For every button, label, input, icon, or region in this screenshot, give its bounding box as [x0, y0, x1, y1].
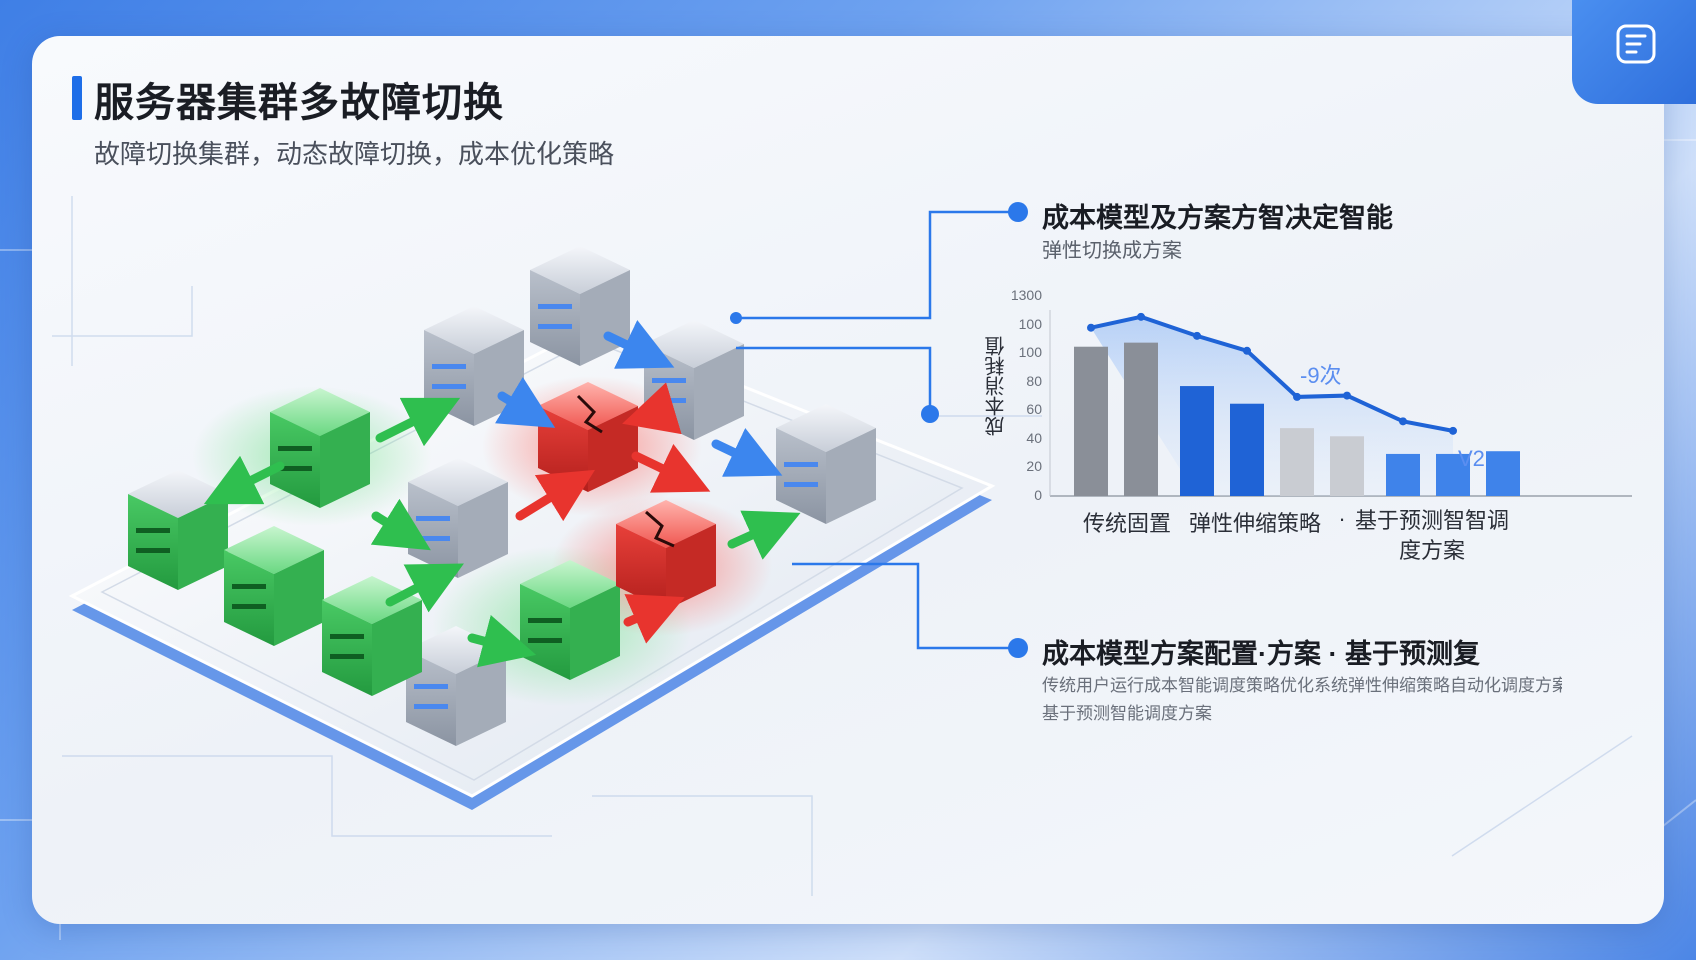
chart-annotation-1: -9次	[1300, 363, 1342, 388]
cost-chart	[1049, 310, 1632, 497]
callout-bottom-desc: 传统用户运行成本智能调度策略优化系统弹性伸缩策略自动化调度方案配置 基于预测智能…	[1042, 672, 1562, 728]
trend-line	[1090, 314, 1454, 433]
callout-dot	[921, 405, 939, 423]
tablet-doc-icon	[1616, 24, 1656, 64]
category-separator: ·	[1338, 506, 1346, 531]
server-node-grey	[530, 246, 630, 366]
callout-top-desc: 弹性切换成方案	[1042, 240, 1182, 262]
y-tick-label: 100	[1018, 344, 1042, 361]
callout-dot	[730, 312, 742, 324]
chart-bar	[1436, 453, 1470, 496]
chart-bar	[1180, 386, 1214, 496]
chart-annotation-2: V2	[1458, 446, 1485, 471]
chart-bar	[1330, 436, 1364, 496]
trend-point	[1243, 346, 1251, 355]
server-node-grey	[408, 458, 508, 578]
callout-top-title: 成本模型及方案方智决定智能	[1042, 203, 1393, 233]
failover-arrows	[203, 320, 801, 668]
server-node-grey	[644, 320, 744, 440]
server-node-healthy	[520, 560, 620, 680]
chart-bar	[1386, 453, 1420, 496]
y-tick-label: 1300	[1010, 287, 1042, 303]
callout-bottom-desc-line2: 基于预测智能调度方案	[1042, 704, 1212, 723]
logo-badge	[1572, 0, 1696, 104]
y-tick-label: 0	[1034, 487, 1042, 503]
circuit-traces	[52, 196, 1633, 896]
diagram-layer	[52, 196, 1633, 896]
trend-point	[1193, 331, 1201, 340]
callout-dot	[1008, 202, 1028, 222]
trend-point	[1449, 426, 1457, 435]
title-accent-bar	[72, 76, 82, 120]
category-label-0: 传统固置	[1082, 511, 1171, 536]
page-subtitle: 故障切换集群，动态故障切换，成本优化策略	[94, 139, 615, 169]
chart-bar	[1074, 346, 1108, 496]
server-node-failed	[616, 500, 716, 610]
trend-point	[1399, 417, 1407, 426]
y-tick-label: 60	[1026, 401, 1042, 418]
server-node-healthy	[128, 470, 228, 590]
y-tick-label: 40	[1026, 429, 1042, 446]
category-label-1: 弹性伸缩策略	[1188, 511, 1321, 536]
chart-bar	[1230, 403, 1264, 496]
trend-point	[1293, 392, 1301, 401]
server-node-healthy	[270, 388, 370, 508]
chart-bar	[1486, 451, 1520, 496]
chart-bar	[1124, 342, 1158, 496]
y-tick-label: 20	[1026, 458, 1042, 475]
server-node-grey	[776, 404, 876, 524]
y-tick-label: 80	[1026, 372, 1042, 389]
y-tick-label: 100	[1018, 315, 1042, 332]
slide-card: 服务器集群多故障切换 故障切换集群，动态故障切换，成本优化策略	[32, 36, 1664, 924]
callout-connectors	[732, 210, 1014, 650]
trend-point	[1087, 323, 1095, 332]
server-node-healthy	[322, 576, 422, 696]
server-node-healthy	[224, 526, 324, 646]
callout-bottom-desc-line1: 传统用户运行成本智能调度策略优化系统弹性伸缩策略自动化调度方案配置	[1042, 676, 1562, 695]
trend-point	[1137, 312, 1145, 321]
chart-bar	[1280, 428, 1314, 496]
callout-dot	[1008, 638, 1028, 658]
page-title: 服务器集群多故障切换	[94, 81, 504, 125]
category-label-2: 基于预测智智调度方案	[1354, 508, 1509, 563]
callout-bottom-title: 成本模型方案配置·方案 · 基于预测复	[1042, 639, 1480, 669]
trend-point	[1343, 391, 1351, 400]
